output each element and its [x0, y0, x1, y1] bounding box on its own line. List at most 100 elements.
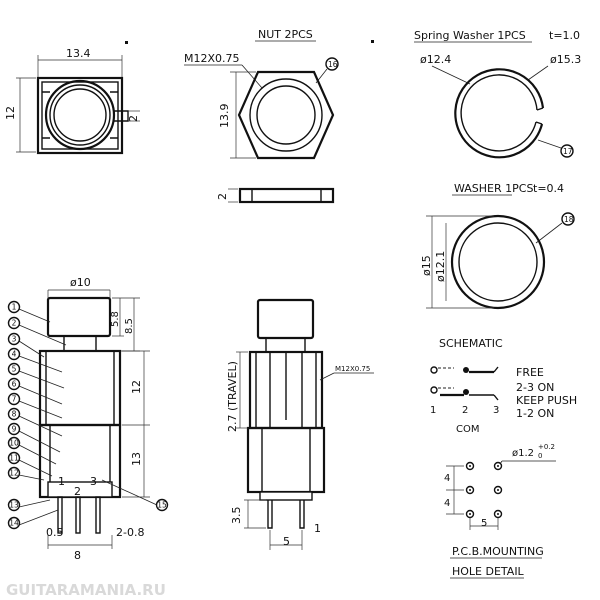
callout-number-9: 9	[12, 425, 17, 434]
schematic-pin-2: 2	[462, 405, 468, 416]
pcb-title-2: HOLE DETAIL	[452, 565, 525, 578]
pcb-hole	[493, 509, 503, 519]
pcb-hole	[493, 461, 503, 471]
callout-bubble-15	[155, 498, 169, 512]
top-height-label: 12	[4, 106, 17, 120]
pcb-hole	[465, 485, 475, 495]
top-body	[36, 76, 124, 155]
nut-thickness-label: 2	[216, 193, 229, 200]
callout-bubble-7	[7, 392, 21, 406]
stray-mark	[125, 41, 128, 44]
pcb-hole-center	[469, 465, 471, 467]
nut-side	[238, 187, 335, 204]
pcb-hole-center	[469, 513, 471, 515]
watermark: GUITARAMANIA.RU	[6, 581, 166, 599]
callout-leader	[18, 430, 61, 453]
callout-18	[561, 212, 575, 226]
washer-view: WASHER 1PCS t=0.4 18 ø15 ø12.1	[420, 182, 575, 310]
callout-bubble-2	[7, 316, 21, 330]
svg-text:18: 18	[564, 215, 574, 224]
pcb-hole-center	[469, 489, 471, 491]
schematic-title: SCHEMATIC	[439, 337, 503, 350]
nut-thread-label: M12X0.75	[184, 52, 240, 65]
pin-length-label: 3.5	[230, 507, 243, 525]
nut-view: NUT 2PCS M12X0.75 16 13.9 2	[184, 28, 339, 204]
top-outer-ring	[44, 79, 116, 151]
callout-number-10: 10	[9, 439, 19, 448]
schematic-com: COM	[456, 424, 479, 435]
callout-bubble-4	[7, 347, 21, 361]
callout-leader	[18, 474, 45, 481]
stray-mark	[371, 40, 374, 43]
cap-height-label: 5.8	[110, 311, 121, 327]
front-view: 2.7 (TRAVEL) M12X0.75 3.5 5 1	[226, 298, 374, 550]
callout-leader	[18, 444, 57, 465]
pcb-hole-center	[497, 513, 499, 515]
callout-bubble-11	[7, 451, 21, 465]
pin-width-label: 0.5	[46, 526, 64, 539]
callout-leader	[18, 370, 65, 389]
schematic-line1: 2-3 ON	[516, 381, 554, 394]
side-view: ø10 5.8 8.5 12 13 1 2 3 8	[7, 276, 169, 562]
callout-bubble-6	[7, 377, 21, 391]
washer-thickness: t=0.4	[533, 182, 564, 195]
callout-bubble-5	[7, 362, 21, 376]
svg-text:+0.2: +0.2	[538, 443, 555, 451]
callout-bubble-12	[7, 466, 21, 480]
callout-number-7: 7	[12, 395, 17, 404]
pin-pitch-label: 2-0.8	[116, 526, 144, 539]
top-tab-label: 2	[127, 115, 140, 122]
nut-title: NUT 2PCS	[258, 28, 313, 41]
svg-text:16: 16	[328, 60, 338, 69]
front-pitch-label: 5	[283, 535, 290, 548]
schematic-keep: KEEP PUSH	[516, 394, 577, 407]
side-pin-2	[75, 496, 81, 534]
schematic-line2: 1-2 ON	[516, 407, 554, 420]
front-cap	[256, 298, 315, 340]
spring-washer-thickness: t=1.0	[549, 29, 580, 42]
callout-leader	[18, 499, 51, 508]
callout-leader	[18, 340, 45, 358]
callout-leader	[18, 308, 51, 323]
callout-number-15: 15	[157, 501, 167, 510]
front-pin-right	[299, 500, 305, 529]
nut-height-label: 13.9	[218, 104, 231, 129]
callout-number-6: 6	[12, 380, 17, 389]
washer-inner-dim: ø12.1	[434, 251, 447, 282]
callout-bubble-13	[7, 498, 21, 512]
cap-total-label: 8.5	[124, 318, 135, 334]
front-body-lower	[246, 426, 326, 494]
schematic: SCHEMATIC 1 2 3 FREE 2-3 ON KEEP PUSH 1-…	[430, 337, 577, 435]
nut-hexagon	[237, 70, 335, 160]
washer-title: WASHER 1PCS	[454, 182, 533, 195]
side-pin-1	[57, 496, 63, 534]
pcb-hole-detail: ø1.2 +0.2 0 4 4 5 P.C.B.MOUNTING HOLE DE…	[444, 443, 556, 579]
front-pin-width-label: 1	[314, 522, 321, 535]
body-lower-label: 13	[130, 452, 143, 466]
button-cap	[46, 296, 112, 338]
cap-diameter-label: ø10	[70, 276, 91, 289]
pcb-hole	[493, 485, 503, 495]
callout-leader	[18, 415, 63, 437]
callout-bubble-8	[7, 407, 21, 421]
svg-text:17: 17	[563, 147, 573, 156]
pcb-hole	[465, 461, 475, 471]
callout-leader	[18, 509, 59, 526]
travel-label: 2.7 (TRAVEL)	[226, 361, 239, 432]
base-width-label: 8	[74, 549, 81, 562]
callout-16	[325, 57, 339, 71]
pcb-holes	[465, 461, 503, 519]
callout-17	[560, 144, 574, 158]
spring-washer-inner: ø12.4	[420, 53, 451, 66]
callout-number-1: 1	[12, 303, 17, 312]
callout-bubble-3	[7, 332, 21, 346]
top-view: 13.4 12 2	[4, 47, 140, 155]
pin-label-3: 3	[90, 475, 97, 488]
spring-washer-outer-arc	[454, 68, 545, 159]
callout-bubble-14	[7, 516, 21, 530]
pcb-title-1: P.C.B.MOUNTING	[452, 545, 544, 558]
pcb-hole-center	[497, 489, 499, 491]
pcb-pitch-v1: 4	[444, 473, 450, 484]
callout-leader	[18, 400, 63, 419]
svg-text:0: 0	[538, 452, 542, 460]
